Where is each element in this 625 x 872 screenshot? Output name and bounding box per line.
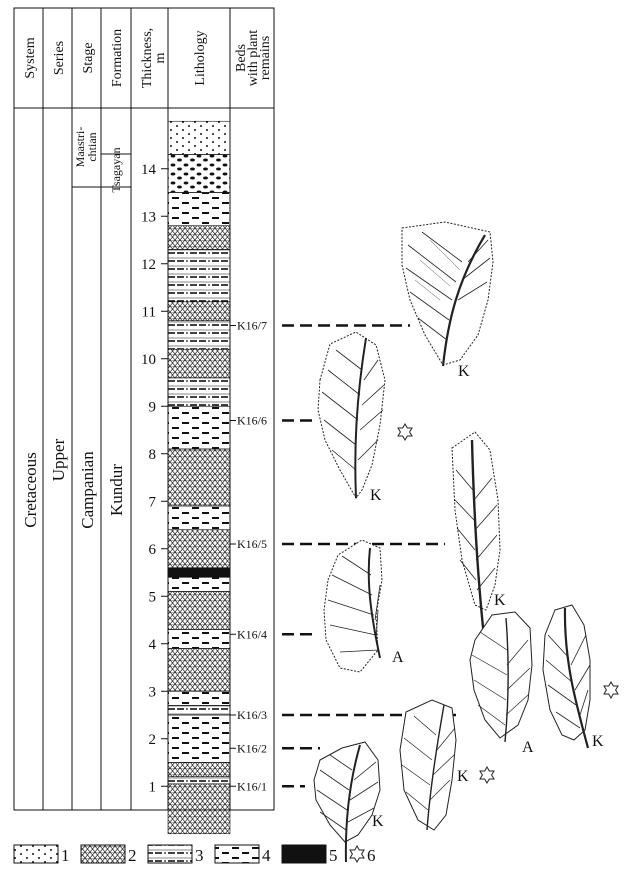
lithology-layer xyxy=(168,226,230,250)
thickness-tick-label: 14 xyxy=(141,162,157,178)
lithology-layer xyxy=(168,763,230,777)
thickness-tick-label: 1 xyxy=(149,779,157,795)
thickness-tick-label: 9 xyxy=(149,399,157,415)
star-icon xyxy=(350,846,364,862)
lithology-layer xyxy=(168,193,230,226)
lithology-layer xyxy=(168,121,230,154)
header-lithology: Lithology xyxy=(193,30,208,85)
leaf-k16-5: K xyxy=(452,432,506,637)
stage-label-campanian: Campanian xyxy=(78,451,97,529)
legend-number: 1 xyxy=(61,846,70,865)
lithology-layer xyxy=(168,715,230,763)
legend: 1 2 3 4 5 6 xyxy=(14,845,376,865)
leaf-k16-6: K xyxy=(318,332,385,504)
thickness-tick-label: 2 xyxy=(149,732,157,748)
lithology-layer xyxy=(168,250,230,302)
leaf-k16-2: K xyxy=(400,700,469,830)
legend-number: 5 xyxy=(329,846,338,865)
lithology-layer xyxy=(168,691,230,705)
lithology-layer xyxy=(168,784,230,834)
star-icon xyxy=(604,682,618,698)
lithology-layer xyxy=(168,530,230,568)
legend-swatch-dashes xyxy=(215,845,259,863)
leaf-k16-4-label: A xyxy=(392,649,404,666)
lithology-layer xyxy=(168,649,230,692)
legend-number: 3 xyxy=(195,846,204,865)
leaf-k16-6-label: K xyxy=(370,487,382,504)
header-formation: Formation xyxy=(110,29,125,87)
leaf-k16-7-label: K xyxy=(458,363,470,380)
legend-swatch-dash-dot xyxy=(148,845,192,863)
leaf-k16-3-left: A xyxy=(470,612,534,756)
leaf-k16-3-left-label: A xyxy=(522,739,534,756)
legend-swatch-coal xyxy=(282,845,326,863)
lithology-layer xyxy=(168,777,230,784)
thickness-tick-label: 3 xyxy=(149,684,157,700)
header-series: Series xyxy=(52,41,67,75)
lithology-layer xyxy=(168,406,230,449)
lithology-layer xyxy=(168,378,230,407)
thickness-tick-label: 12 xyxy=(141,257,156,273)
section-table-frame xyxy=(14,8,274,810)
bed-label: K16/3 xyxy=(237,708,267,722)
thickness-tick-label: 10 xyxy=(141,352,156,368)
lithology-layer xyxy=(168,321,230,350)
bed-label: K16/4 xyxy=(237,627,267,641)
leaf-k16-1-label: K xyxy=(372,813,384,830)
header-system: System xyxy=(23,37,38,78)
thickness-tick-label: 13 xyxy=(141,209,156,225)
leaf-k16-2-label: K xyxy=(457,768,469,785)
lithology-layer xyxy=(168,155,230,193)
system-label: Cretaceous xyxy=(21,452,40,528)
lithology-layer xyxy=(168,449,230,506)
formation-label-kundur: Kundur xyxy=(107,464,126,516)
thickness-tick-label: 4 xyxy=(149,637,157,653)
thickness-tick-label: 8 xyxy=(149,447,157,463)
thickness-tick-label: 7 xyxy=(149,494,157,510)
lithology-column xyxy=(168,121,230,834)
header-thickness-unit: m xyxy=(153,52,168,63)
leaf-k16-1: K xyxy=(314,742,384,862)
lithology-layer xyxy=(168,706,230,716)
legend-number: 6 xyxy=(367,846,376,865)
legend-swatch-crosshatch xyxy=(81,845,125,863)
series-label: Upper xyxy=(49,438,68,481)
bed-label: K16/6 xyxy=(237,414,267,428)
lithology-layer xyxy=(168,506,230,530)
leaf-k16-5-label: K xyxy=(494,592,506,609)
legend-number: 4 xyxy=(262,846,271,865)
bed-label: K16/5 xyxy=(237,537,267,551)
header-beds-line3: remains xyxy=(258,36,273,80)
thickness-tick-label: 6 xyxy=(149,542,157,558)
legend-number: 2 xyxy=(128,846,137,865)
thickness-tick-label: 11 xyxy=(142,304,156,320)
lithology-layer xyxy=(168,568,230,578)
leaf-k16-3-right: K xyxy=(543,605,604,750)
lithology-layer xyxy=(168,302,230,321)
leaf-k16-7: K xyxy=(402,222,493,380)
formation-label-tsagayan: Tsagayan xyxy=(109,147,123,192)
stage-label-maastrichtian-line2: chtian xyxy=(85,132,99,161)
star-icon xyxy=(398,424,412,440)
legend-swatch-sandstone xyxy=(14,845,58,863)
star-icon xyxy=(480,767,494,783)
header-stage: Stage xyxy=(81,42,96,73)
lithology-layer xyxy=(168,630,230,649)
leaf-k16-3-right-label: K xyxy=(592,733,604,750)
bed-label: K16/7 xyxy=(237,319,267,333)
thickness-tick-label: 5 xyxy=(149,589,157,605)
fossil-leaves: K K K A K A xyxy=(314,222,604,862)
column-headers: System Series Stage Formation Thickness,… xyxy=(23,28,273,88)
lithology-layer xyxy=(168,577,230,591)
lithology-layer xyxy=(168,592,230,630)
bed-label: K16/1 xyxy=(237,779,267,793)
lithology-layer xyxy=(168,349,230,378)
leaf-k16-4: A xyxy=(324,540,404,672)
bed-label: K16/2 xyxy=(237,741,267,755)
